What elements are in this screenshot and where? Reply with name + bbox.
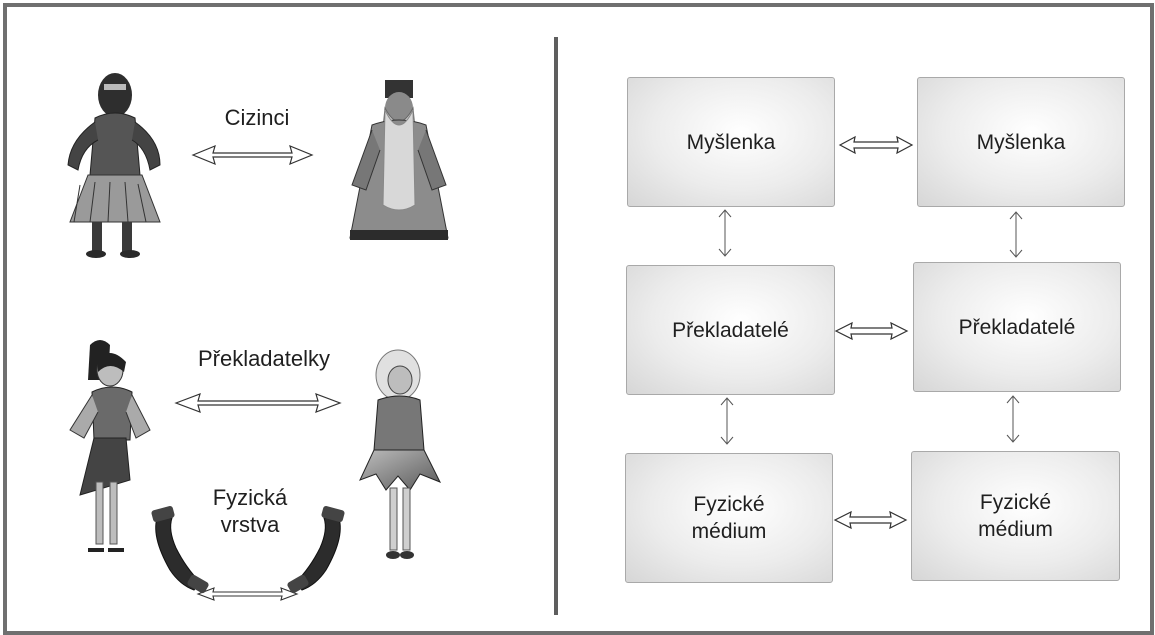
box-medium-left: Fyzické médium bbox=[625, 453, 833, 583]
box-thought-right: Myšlenka bbox=[917, 77, 1125, 207]
woman-translator-left-figure bbox=[69, 340, 151, 552]
double-arrow-foreigners bbox=[191, 144, 314, 166]
phone-receiver-left-figure bbox=[151, 506, 209, 594]
double-arrow-translators bbox=[174, 393, 342, 413]
label-physical-layer: Fyzická vrstva bbox=[212, 485, 288, 537]
label-translators: Překladatelky bbox=[197, 346, 331, 371]
label-foreigners: Cizinci bbox=[224, 105, 290, 130]
box-translators-right: Překladatelé bbox=[913, 262, 1121, 392]
tribal-man-figure bbox=[67, 73, 161, 258]
double-arrow-phones bbox=[196, 587, 299, 601]
vertical-divider bbox=[554, 37, 558, 615]
woman-translator-right-figure bbox=[359, 349, 442, 559]
phone-receiver-right-figure bbox=[287, 506, 345, 594]
double-arrow-thoughts bbox=[838, 135, 914, 155]
box-thought-left: Myšlenka bbox=[627, 77, 835, 207]
bearded-man-figure bbox=[349, 80, 449, 240]
double-arrow-medium bbox=[833, 510, 908, 530]
vertical-arrows bbox=[718, 209, 1023, 445]
double-arrow-translators-boxes bbox=[834, 321, 909, 341]
box-translators-left: Překladatelé bbox=[626, 265, 835, 395]
box-medium-right: Fyzické médium bbox=[911, 451, 1120, 581]
